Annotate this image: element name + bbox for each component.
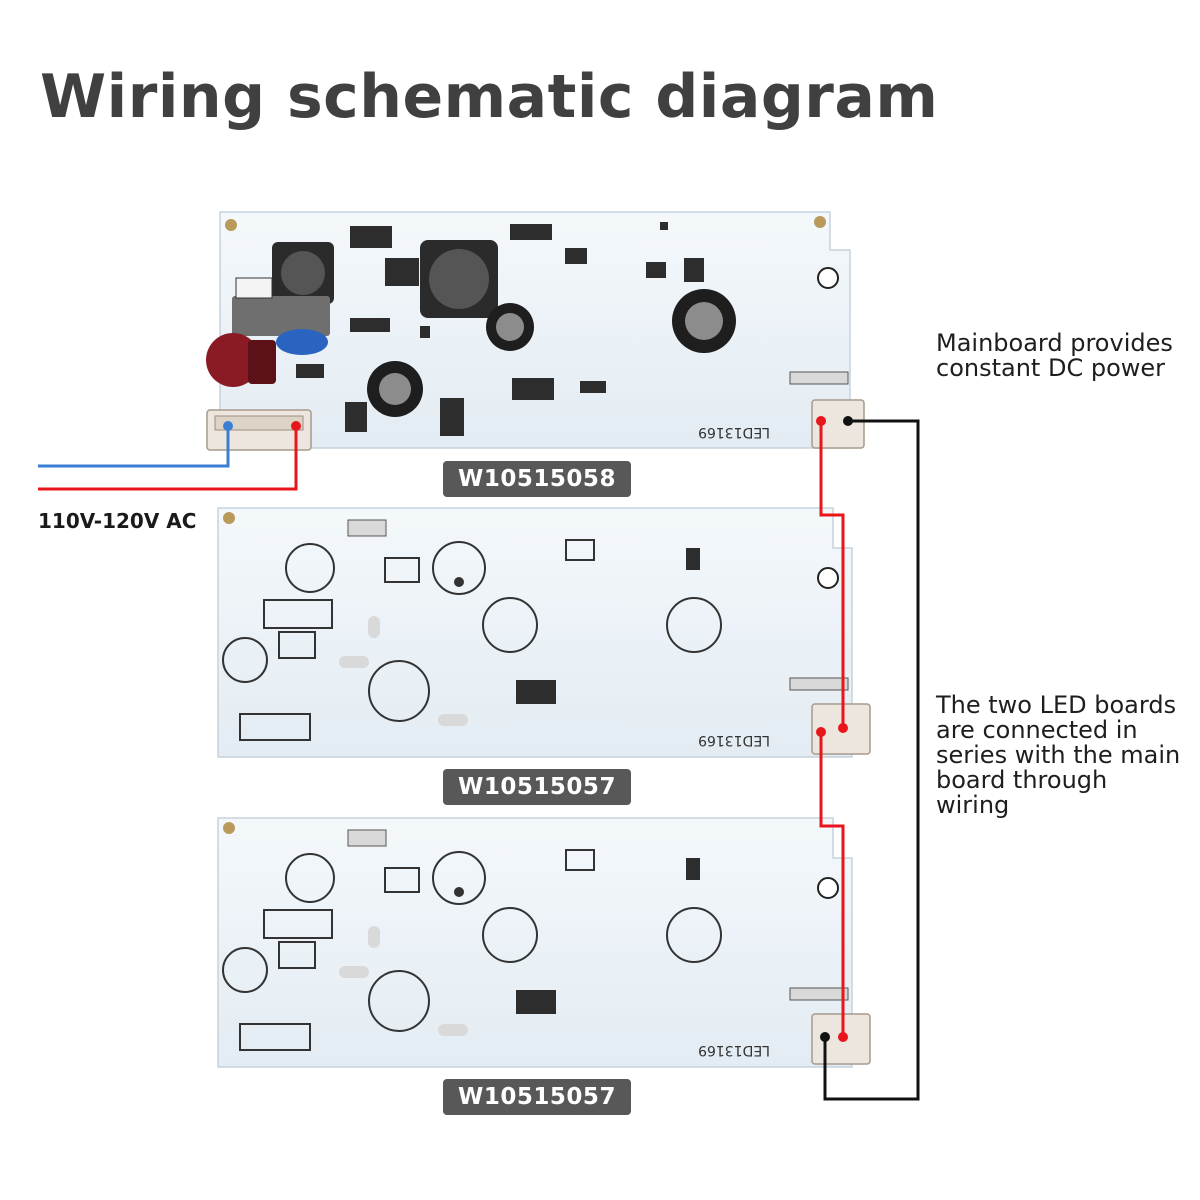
led-board-1-output-terminal	[816, 727, 826, 737]
page-title: Wiring schematic diagram	[40, 62, 939, 132]
mainboard: LED13169	[206, 211, 865, 451]
mainboard-positive-terminal	[816, 416, 826, 426]
led-board-2-return-terminal	[820, 1032, 830, 1042]
dc-red-wire-led1-to-led2	[819, 732, 845, 1037]
ac-input-blue-terminal	[223, 421, 233, 431]
ac-input-red-terminal	[291, 421, 301, 431]
mainboard-part-number-badge: W10515058	[443, 461, 631, 497]
led-boards-note: The two LED boards are connected in seri…	[936, 691, 1181, 819]
led-board-2-silkscreen: LED13169	[698, 1042, 770, 1058]
led-board-1: LED13169	[217, 507, 871, 758]
ac-input-red-wire	[38, 426, 298, 491]
mainboard-silkscreen: LED13169	[698, 424, 770, 440]
led-board-1-input-terminal	[838, 723, 848, 733]
dc-black-return-wire	[823, 419, 920, 1101]
led-board-1-silkscreen: LED13169	[698, 732, 770, 748]
dc-red-wire-main-to-led1	[819, 421, 845, 728]
ac-input-blue-wire	[38, 426, 230, 468]
mainboard-note: Mainboard provides constant DC power	[936, 329, 1173, 382]
led-board-2-part-number-badge: W10515057	[443, 1079, 631, 1115]
mainboard-negative-terminal	[843, 416, 853, 426]
ac-input-label: 110V-120V AC	[38, 509, 197, 533]
led-board-2: LED13169	[217, 817, 871, 1068]
led-board-1-part-number-badge: W10515057	[443, 769, 631, 805]
led-board-2-input-terminal	[838, 1032, 848, 1042]
